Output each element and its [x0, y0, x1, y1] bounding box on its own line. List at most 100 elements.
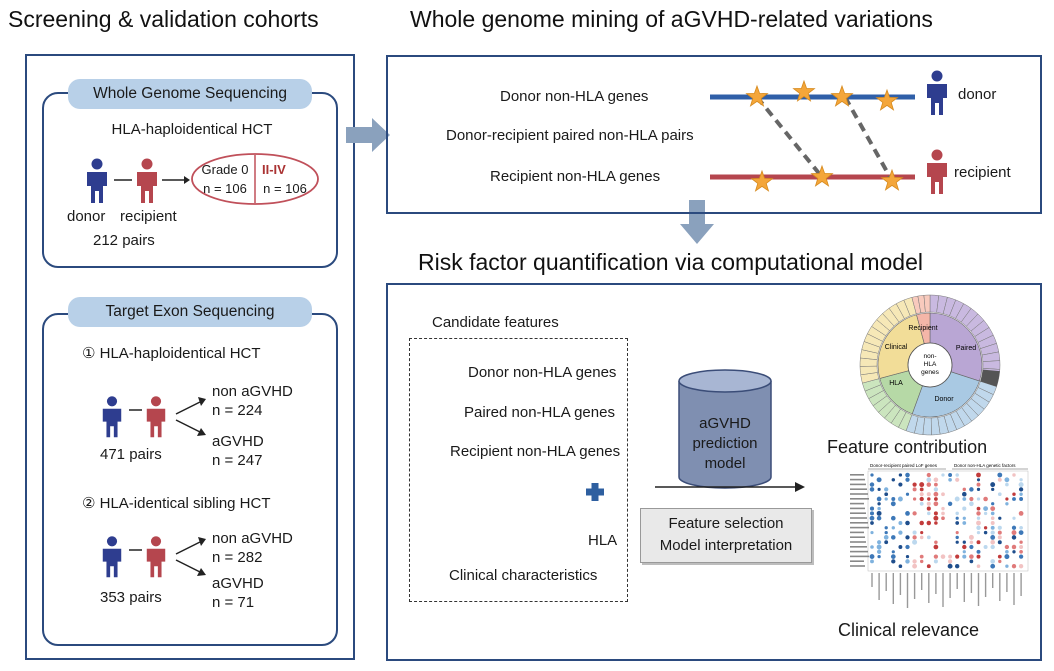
- plus-icon: [586, 483, 604, 501]
- grade2-label: II-IV: [262, 162, 286, 177]
- relevance-dot: [926, 482, 932, 487]
- relevance-dot: [983, 511, 988, 516]
- column-label-mark: [977, 573, 980, 606]
- relevance-dot: [912, 497, 917, 501]
- mining-donor-label: donor: [958, 86, 997, 103]
- column-label-mark: [871, 573, 873, 587]
- relevance-dot: [962, 506, 967, 511]
- column-label-mark: [913, 573, 916, 599]
- relevance-dot: [869, 511, 875, 516]
- feature-donor: Donor non-HLA genes: [468, 364, 617, 381]
- relevance-dot: [1019, 549, 1023, 554]
- relevance-dot: [919, 554, 924, 559]
- wgs-donor-person-icon: [87, 158, 107, 203]
- tes-box: [42, 313, 338, 646]
- column-label-mark: [956, 573, 958, 589]
- relevance-dot: [1011, 535, 1017, 540]
- column-label-mark: [963, 573, 965, 602]
- relevance-dot: [1005, 564, 1009, 568]
- cohort1-arrows: [129, 397, 206, 436]
- grade2-count: n = 106: [263, 181, 307, 196]
- relevance-dot: [1012, 516, 1016, 520]
- row-label-mark: [850, 560, 864, 562]
- relevance-dot: [1018, 530, 1024, 535]
- relevance-dot: [876, 510, 882, 516]
- column-label-mark: [899, 573, 902, 595]
- relevance-dot: [926, 520, 932, 526]
- cohort1-non-label: non aGVHD: [212, 383, 293, 400]
- relevance-dot: [905, 511, 910, 516]
- relevance-dot: [905, 477, 910, 482]
- chart-header-left: Donor-recipient paired LoF genes: [870, 463, 938, 468]
- relevance-dot: [870, 559, 874, 564]
- relevance-dot: [976, 497, 981, 501]
- model-panel: [386, 283, 1042, 661]
- sunburst-label-paired: Paired: [956, 345, 976, 352]
- relevance-dot: [976, 516, 981, 520]
- relevance-dot: [1011, 530, 1017, 536]
- relevance-dot: [905, 472, 910, 478]
- relevance-dot: [955, 540, 959, 544]
- cohort1-label: ① HLA-haploidentical HCT: [82, 345, 261, 362]
- column-label-mark: [970, 573, 973, 593]
- relevance-dot: [933, 477, 939, 483]
- top-right-title: Whole genome mining of aGVHD-related var…: [410, 6, 933, 32]
- right-arrow-icon: [346, 118, 390, 152]
- row-label-mark: [850, 550, 868, 553]
- grade-ellipse: [191, 153, 319, 205]
- relevance-dot: [947, 559, 953, 564]
- cohort2-non-count: n = 282: [212, 549, 263, 566]
- relevance-dot: [905, 554, 910, 559]
- relevance-dot: [1005, 497, 1009, 501]
- relevance-dot: [962, 550, 966, 554]
- relevance-dot: [933, 491, 939, 497]
- relevance-dot: [1012, 550, 1016, 554]
- relevance-dot: [990, 559, 996, 564]
- relevance-dot: [1019, 492, 1023, 496]
- feature-paired: Paired non-HLA genes: [464, 404, 615, 421]
- relevance-dot: [933, 554, 939, 559]
- sunburst-inner-ring: [877, 312, 983, 418]
- relevance-dot: [990, 563, 996, 569]
- row-label-mark: [850, 555, 869, 558]
- relevance-dot: [948, 477, 952, 482]
- relevance-dot: [926, 472, 931, 478]
- relevance-dot: [1005, 502, 1009, 506]
- chart-row-labels: [850, 474, 869, 567]
- relevance-dot: [976, 472, 981, 478]
- relevance-dot: [905, 559, 910, 564]
- relevance-dot: [919, 487, 924, 492]
- relevance-dot: [933, 501, 939, 507]
- cohort1-pairs: 471 pairs: [100, 446, 162, 463]
- relevance-dot: [890, 501, 896, 507]
- relevance-dot: [998, 559, 1002, 564]
- star-icon: [750, 169, 774, 192]
- mining-panel: [386, 55, 1042, 214]
- relevance-dot: [990, 521, 995, 525]
- cylinder-line-2: prediction: [692, 435, 758, 452]
- mining-donor-person-icon: [927, 70, 947, 115]
- relevance-dot: [884, 497, 888, 501]
- feature-selection-label: Feature selection: [668, 515, 784, 532]
- relevance-dot: [883, 535, 889, 540]
- column-label-mark: [892, 573, 894, 604]
- relevance-dot: [990, 534, 996, 540]
- relevance-dot: [905, 544, 910, 550]
- grade0-label: Grade 0: [201, 162, 249, 177]
- relevance-dot: [955, 516, 959, 520]
- relevance-dot: [983, 545, 988, 549]
- row-label-mark: [850, 512, 866, 514]
- relevance-dot: [877, 487, 881, 491]
- relevance-dot: [905, 492, 910, 496]
- relevance-dot: [983, 526, 988, 530]
- relevance-dot: [912, 539, 918, 545]
- relevance-dot: [1019, 540, 1023, 544]
- relevance-dot: [1019, 497, 1024, 501]
- relevance-dot: [933, 559, 938, 564]
- chart-plot-area: [867, 470, 1029, 572]
- wgs-connectors: [114, 176, 190, 184]
- relevance-dot: [933, 544, 939, 550]
- column-label-mark: [1006, 573, 1008, 592]
- relevance-dot: [869, 515, 875, 521]
- relevance-dot: [876, 496, 882, 502]
